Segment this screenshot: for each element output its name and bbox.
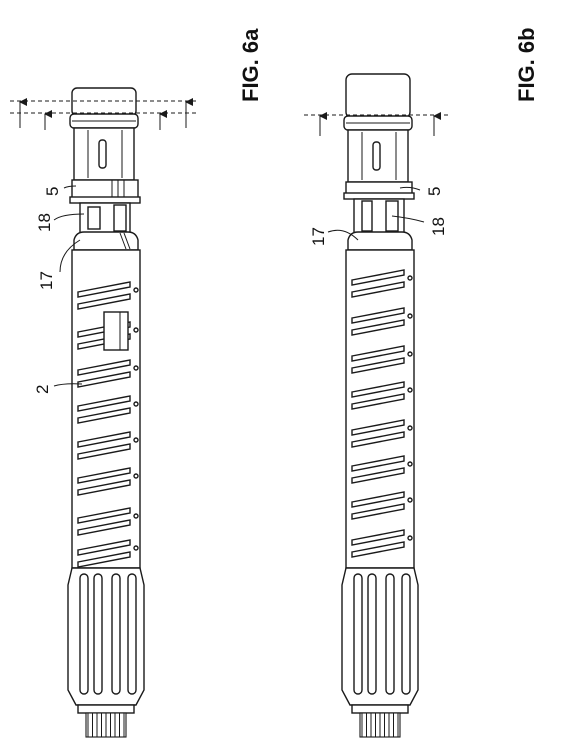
indent-dot <box>407 425 413 431</box>
slot <box>77 281 131 298</box>
slot <box>351 345 405 362</box>
slot <box>351 307 405 324</box>
label-18-6b: 18 <box>429 217 448 236</box>
label-2-6a: 2 <box>33 385 52 394</box>
slot <box>351 467 405 484</box>
indent-dot <box>133 437 139 443</box>
collar-17-6b <box>347 231 413 251</box>
dimension-marks-6a <box>10 98 196 130</box>
caption-fig-6b: FIG. 6b <box>514 27 539 102</box>
slot <box>351 491 405 508</box>
dimension-marks-6b <box>304 112 450 136</box>
slot <box>351 503 405 520</box>
label-5-6a: 5 <box>43 187 62 196</box>
indent-dot <box>407 497 413 503</box>
slot <box>351 455 405 472</box>
indent-dot <box>407 275 413 281</box>
indent-dot <box>407 351 413 357</box>
slot <box>77 467 131 484</box>
slot <box>351 529 405 546</box>
cap-6b <box>345 73 411 119</box>
slot <box>351 541 405 558</box>
slot <box>77 293 131 310</box>
slot <box>77 395 131 412</box>
slot <box>351 319 405 336</box>
slot <box>77 539 131 556</box>
flute <box>127 573 137 695</box>
collar-17-6a <box>73 231 139 251</box>
slot <box>77 507 131 524</box>
label-17-6b: 17 <box>309 227 328 246</box>
figure-6a: 5 18 17 2 FIG. 6a <box>10 28 263 738</box>
caption-fig-6a: FIG. 6a <box>238 28 263 102</box>
indent-dot <box>407 313 413 319</box>
threaded-end-6a <box>85 712 127 738</box>
slot <box>351 281 405 298</box>
threaded-end-6b <box>359 712 401 738</box>
slot <box>351 357 405 374</box>
indent-dot <box>133 545 139 551</box>
slot <box>77 551 131 568</box>
slot <box>77 407 131 424</box>
indent-dot <box>133 401 139 407</box>
indent-dot <box>133 473 139 479</box>
flute <box>111 573 121 695</box>
flute <box>79 573 89 695</box>
cap-6a <box>71 87 137 117</box>
slot <box>77 443 131 460</box>
slot <box>351 393 405 410</box>
flute <box>353 573 363 695</box>
slot <box>351 431 405 448</box>
indent-dot <box>407 387 413 393</box>
slot <box>351 419 405 436</box>
slot <box>351 381 405 398</box>
indent-dot <box>407 461 413 467</box>
label-18-6a: 18 <box>35 213 54 232</box>
barrel-6b <box>345 249 415 569</box>
flute <box>93 573 103 695</box>
label-5-6b: 5 <box>425 187 444 196</box>
indent-dot <box>133 327 139 333</box>
slot <box>77 431 131 448</box>
flute <box>401 573 411 695</box>
slot <box>351 269 405 286</box>
window-6a <box>103 311 129 351</box>
slot <box>77 519 131 536</box>
indent-dot <box>133 365 139 371</box>
label-17-6a: 17 <box>37 271 56 290</box>
indent-dot <box>407 535 413 541</box>
slot <box>77 479 131 496</box>
flute <box>367 573 377 695</box>
slot <box>77 371 131 388</box>
indent-dot <box>133 513 139 519</box>
ring-5-6a <box>71 179 139 199</box>
flute <box>385 573 395 695</box>
slot <box>77 359 131 376</box>
figure-6b: 17 5 18 FIG. 6b <box>304 27 539 738</box>
indent-dot <box>133 287 139 293</box>
